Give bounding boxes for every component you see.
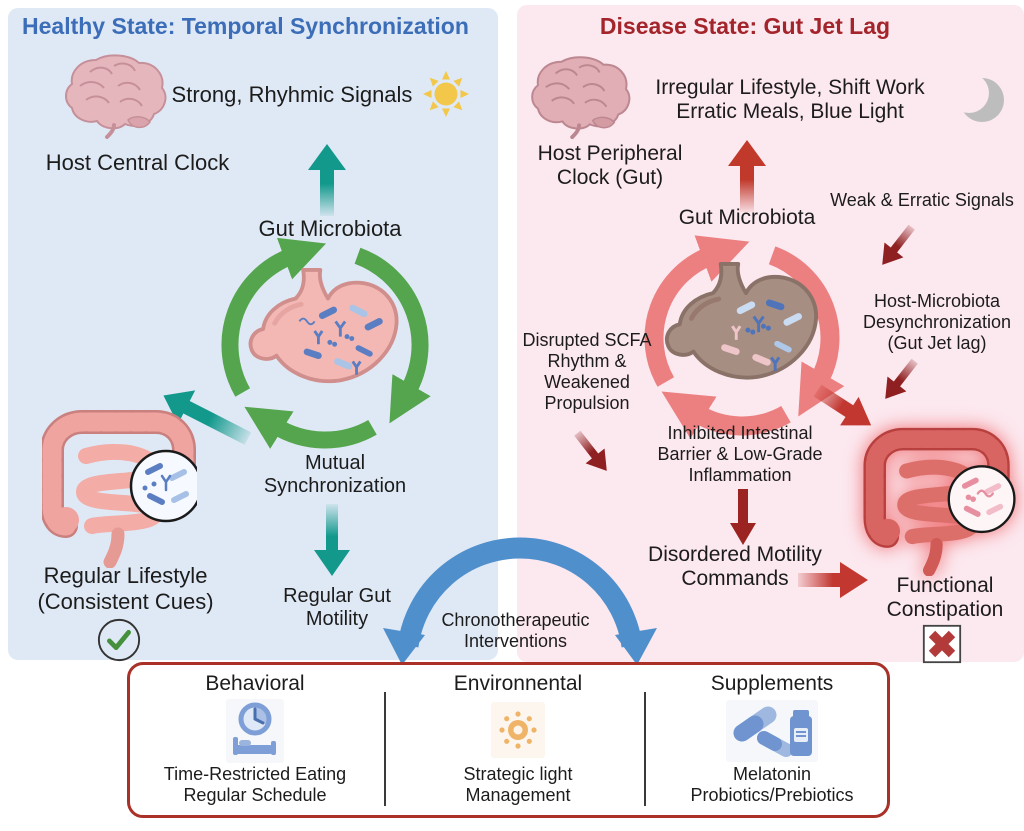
inhibited-barrier-label: Inhibited Intestinal Barrier & Low-Grade…: [657, 423, 823, 485]
gut-microbiota-label-disease: Gut Microbiota: [678, 206, 816, 229]
intestine-disease-icon: [863, 427, 1016, 576]
brain-icon: [531, 56, 631, 140]
irregular-lifestyle-label: Irregular Lifestyle, Shift Work Erratic …: [655, 76, 925, 124]
behavioral-title: Behavioral: [205, 672, 305, 695]
gut-microbiota-label-healthy: Gut Microbiota: [258, 216, 402, 241]
stomach-healthy-icon: [248, 268, 399, 384]
supplements-title: Supplements: [710, 672, 834, 695]
cycle-to-intestine-arrow: [163, 390, 252, 445]
column-divider: [384, 692, 386, 806]
column-divider: [644, 692, 646, 806]
clock-bed-icon: [226, 699, 284, 763]
weak-erratic-signals-label: Weak & Erratic Signals: [830, 190, 1014, 210]
barrier-to-motility-arrow: [730, 489, 756, 545]
host-central-clock-label: Host Central Clock: [45, 150, 230, 175]
desync-arrow-1: [882, 224, 915, 265]
desync-cycle-arrows: [644, 235, 845, 439]
supplements-description: Melatonin Probiotics/Prebiotics: [690, 764, 854, 805]
mutual-sync-label: Mutual Synchronization: [263, 452, 407, 498]
motility-to-constipation-arrow: [798, 562, 868, 598]
regular-motility-label: Regular Gut Motility: [283, 585, 391, 631]
cross-icon: [922, 624, 962, 664]
motility-down-arrow: [314, 504, 350, 576]
host-microbiota-desync-label: Host-Microbiota Desynchronization (Gut J…: [862, 291, 1012, 353]
strong-signals-label: Strong, Rhyhmic Signals: [171, 82, 413, 107]
check-icon: [97, 618, 141, 662]
functional-constipation-label: Functional Constipation: [886, 574, 1004, 622]
brain-icon: [65, 54, 167, 139]
regular-lifestyle-label: Regular Lifestyle (Consistent Cues): [37, 563, 214, 614]
disordered-motility-label: Disordered Motility Commands: [648, 543, 822, 591]
moon-icon: [958, 73, 1004, 122]
environmental-description: Strategic light Management: [463, 764, 573, 805]
chronotherapeutic-arch-arrow: [383, 537, 657, 665]
host-peripheral-clock-label: Host Peripheral Clock (Gut): [537, 142, 683, 190]
disrupted-scfa-label: Disrupted SCFA Rhythm & Weakened Propuls…: [522, 330, 652, 413]
disease-panel-title: Disease State: Gut Jet Lag: [599, 13, 891, 39]
sun-icon: [491, 702, 545, 758]
pills-icon: [726, 700, 818, 762]
intestine-healthy-icon: [42, 410, 197, 568]
chronotherapeutic-label: Chronotherapeutic Interventions: [441, 610, 590, 651]
cycle-to-colon-arrow: [813, 384, 872, 426]
healthy-panel-title: Healthy State: Temporal Synchronization: [22, 13, 469, 39]
behavioral-description: Time-Restricted Eating Regular Schedule: [163, 764, 347, 805]
mutual-sync-cycle-arrows: [221, 237, 431, 449]
signal-up-arrow: [308, 144, 346, 216]
environmental-title: Environnental: [453, 672, 583, 695]
stomach-disease-icon: [664, 262, 819, 380]
weak-signal-up-arrow: [728, 140, 766, 212]
sun-icon: [423, 71, 469, 117]
scfa-arrow: [574, 430, 607, 471]
desync-arrow-2: [885, 358, 918, 399]
